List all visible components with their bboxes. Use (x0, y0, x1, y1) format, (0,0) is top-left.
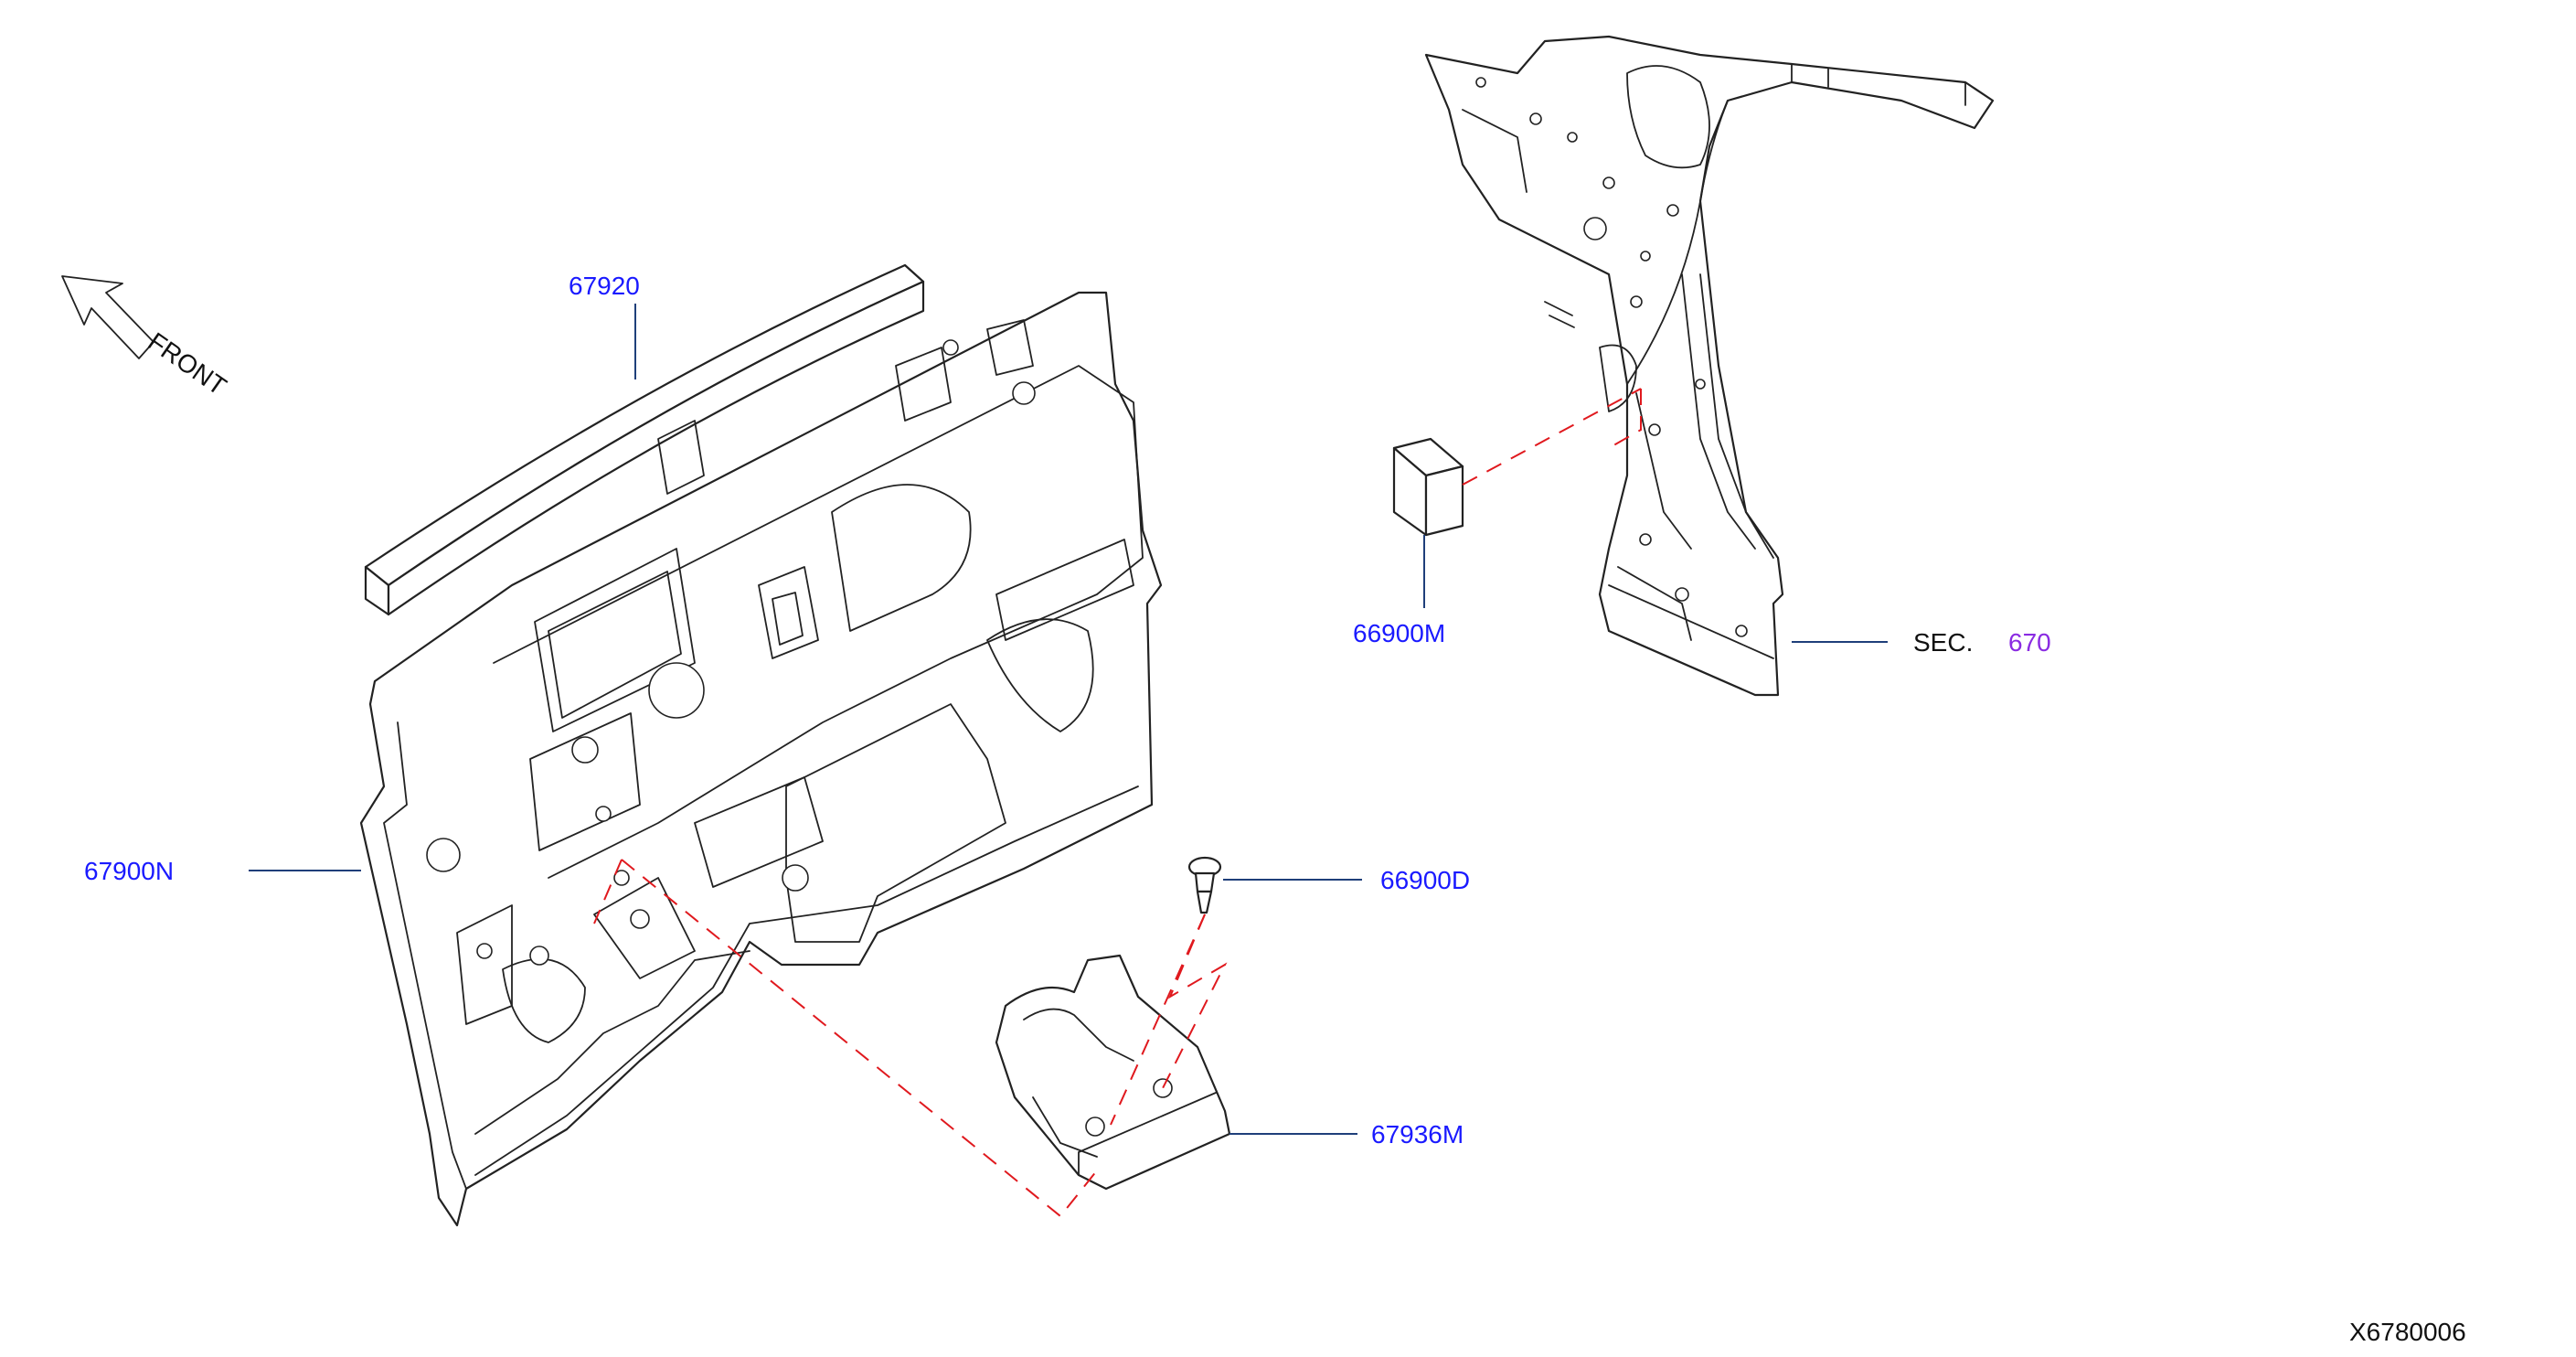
leader-lines (249, 304, 1888, 1135)
callout-67900n: 67900N (84, 857, 174, 885)
diagram-id: X6780006 (2349, 1318, 2466, 1346)
callout-67936m: 67936M (1371, 1120, 1464, 1149)
front-arrow-icon (61, 275, 154, 359)
callout-67920: 67920 (569, 272, 640, 300)
clip-fastener (1187, 856, 1222, 914)
front-label: FRONT (144, 327, 232, 401)
callout-66900d: 66900D (1380, 866, 1470, 894)
dash-insulator-panel (359, 291, 1163, 1227)
section-number-link[interactable]: 670 (2008, 628, 2051, 657)
dashed-guides (593, 388, 1642, 1218)
callout-66900m: 66900M (1353, 619, 1445, 647)
body-pillar (1424, 35, 1995, 697)
floor-insulator-piece (995, 954, 1231, 1191)
section-prefix: SEC. (1913, 628, 1973, 657)
upper-insulator-strip (364, 263, 925, 616)
pad-block (1392, 437, 1464, 537)
